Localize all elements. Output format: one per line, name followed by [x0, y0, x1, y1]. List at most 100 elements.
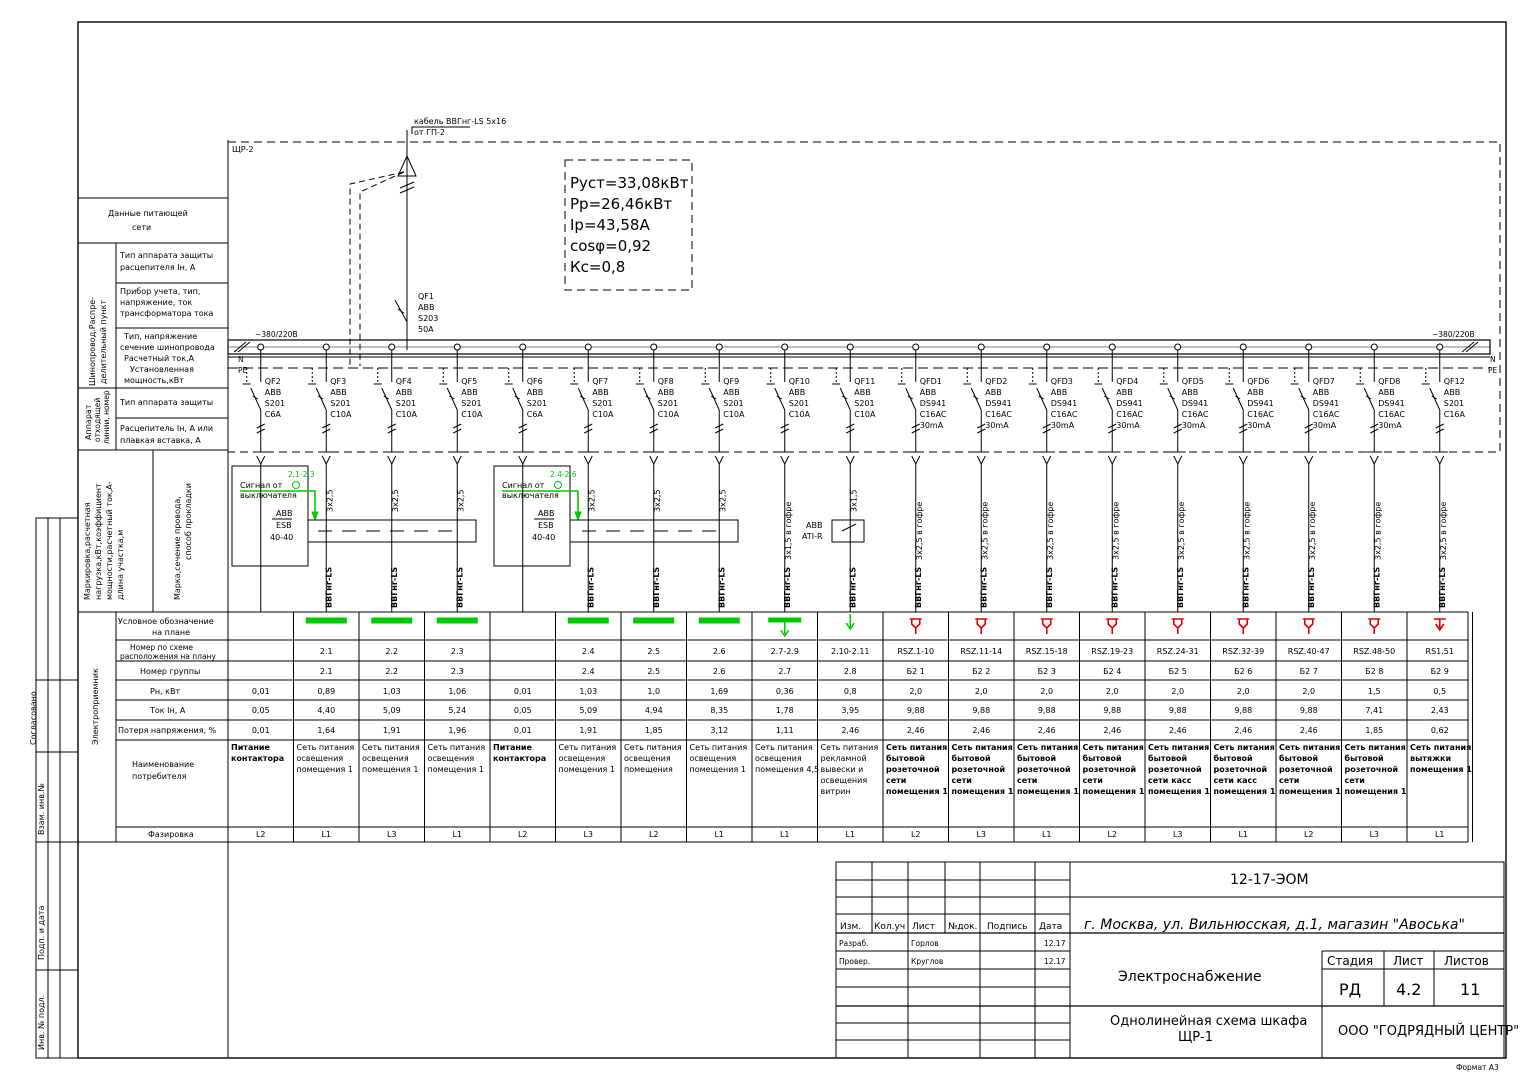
label-group3: Электроприемник: [91, 668, 100, 745]
main-breaker-3: S203: [418, 314, 438, 323]
tb-h-izm: Изм.: [840, 922, 861, 932]
table-cell: 0,05: [514, 706, 532, 715]
table-cell: 2.4: [582, 647, 595, 656]
socket-symbol: [909, 618, 922, 634]
lamp-symbol: [567, 617, 609, 624]
pe-label-right: PE: [1488, 366, 1498, 375]
label-meter-2: напряжение, ток: [120, 298, 192, 307]
cable-type: ВВГнг-LS: [1241, 567, 1250, 608]
busbar-tap: [1043, 343, 1051, 351]
breaker-label: C10A: [723, 410, 745, 419]
feeder-column: QF7ABBS201C10A3х2,5ВВГнг-LS2.42.41,035,0…: [559, 343, 616, 839]
label-row-current: Ток Iн, А: [149, 706, 186, 715]
breaker-label: ABB: [592, 388, 608, 397]
cable-section: 3х1,5: [849, 489, 858, 512]
table-cell: 2,46: [841, 726, 859, 735]
breaker-label: ABB: [854, 388, 870, 397]
consumer-name: бытовой: [886, 753, 925, 763]
table-cell: RSZ.48-50: [1353, 647, 1395, 656]
phase-cell: L2: [649, 830, 659, 839]
consumer-name: бытовой: [1148, 753, 1187, 763]
label-protection-2: расцепителя Iн, А: [120, 263, 196, 272]
breaker-label: C10A: [330, 410, 352, 419]
consumer-name: розеточной: [886, 765, 940, 774]
table-cell: RSZ.15-18: [1026, 647, 1068, 656]
tb-sheet: 4.2: [1396, 980, 1421, 999]
table-cell: 2.2: [385, 667, 398, 676]
breaker-label: C16AC: [1313, 410, 1340, 419]
tb-sheets: 11: [1460, 980, 1480, 999]
feeder-column: QF2ABBS201C6A0,010,050,01Питаниеконтакто…: [231, 343, 285, 839]
breaker-label: 30mA: [1247, 421, 1271, 430]
table-cell: 0,01: [514, 726, 532, 735]
busbar-tap: [781, 343, 789, 351]
consumer-name: помещения 1: [1214, 787, 1276, 796]
consumer-name: розеточной: [952, 765, 1006, 774]
consumer-name: помещения 4,5: [755, 765, 819, 774]
breaker-label: S201: [789, 399, 809, 408]
breaker-label: ABB: [789, 388, 805, 397]
consumer-name: помещения 1: [1017, 787, 1079, 796]
label-busbar-5: мощность,кВт: [124, 376, 184, 385]
contactor-1-tag: 2.1-2.3: [288, 470, 315, 479]
label-group2-3: линии, номер: [102, 390, 111, 444]
label-busbar-3: Расчетный ток,А: [124, 354, 195, 363]
table-cell: 1,91: [383, 726, 401, 735]
breaker-label: QFD5: [1182, 377, 1204, 386]
breaker-label: ABB: [920, 388, 936, 397]
consumer-name: бытовой: [1083, 753, 1122, 763]
summary-lines: Руст=33,08кВтРр=26,46кВтIр=43,58Аcosφ=0,…: [570, 174, 689, 276]
breaker-label: S201: [592, 399, 612, 408]
tb-sheet-h: Лист: [1393, 954, 1423, 968]
consumer-name: Сеть питания: [1214, 743, 1275, 752]
table-cell: 1,0: [647, 687, 660, 696]
consumer-name: освещения: [428, 754, 475, 763]
busbar-tap: [846, 343, 854, 351]
breaker-label: C16A: [1444, 410, 1466, 419]
consumer-name: помещения 1: [1148, 787, 1210, 796]
cable-type: ВВГнг-LS: [848, 567, 857, 608]
phase-cell: L1: [1435, 830, 1445, 839]
table-cell: 9,88: [1169, 706, 1187, 715]
breaker-switch: [905, 387, 917, 411]
label-cable1-2: нагрузка,кВт,коэффициент: [94, 483, 103, 600]
phase-cell: L3: [387, 830, 397, 839]
receiver-table-grid: [78, 612, 1473, 843]
label-row-plan-2: расположения на плану: [120, 652, 216, 661]
contactor-2-signal-1: Сигнал от: [502, 481, 545, 490]
table-cell: Б2 5: [1169, 667, 1187, 676]
consumer-name: рекламной: [821, 754, 867, 763]
n-label: N: [238, 355, 244, 364]
label-busbar-2: сечение шинопровода: [120, 343, 215, 352]
consumer-name: освещения: [755, 754, 802, 763]
phase-cell: L1: [780, 830, 790, 839]
table-cell: 1,06: [448, 687, 466, 696]
breaker-label: C10A: [461, 410, 483, 419]
breaker-label: ABB: [1116, 388, 1132, 397]
consumer-name: сети: [1279, 776, 1299, 785]
consumer-name: Сеть питания: [886, 743, 947, 752]
phase-cell: L2: [1107, 830, 1117, 839]
table-cell: 2,0: [909, 687, 922, 696]
stamp-vzam: Взам. инв.№: [37, 783, 46, 835]
contactor-2-tag: 2.4-2.6: [550, 470, 577, 479]
cable-type: ВВГнг-LS: [390, 567, 399, 608]
cable-section: 3х2,5 в гофре: [1111, 502, 1120, 560]
summary-line: Iр=43,58А: [570, 216, 650, 234]
socket-symbol: [975, 618, 988, 634]
table-cell: RSZ.24-31: [1157, 647, 1199, 656]
table-cell: 9,88: [1234, 706, 1252, 715]
feeder-column: QF9ABBS201C10A3х2,5ВВГнг-LS2.62.61,698,3…: [690, 343, 747, 839]
consumer-name: помещения 1: [1083, 787, 1145, 796]
cable-section: 3х2,5 в гофре: [915, 502, 924, 560]
breaker-label: ABB: [527, 388, 543, 397]
phase-cell: L2: [518, 830, 528, 839]
voltage-right: ~380/220В: [1432, 330, 1475, 339]
label-row-loss: Потеря напряжения, %: [118, 726, 217, 735]
tb-address: г. Москва, ул. Вильнюсская, д.1, магазин…: [1084, 917, 1465, 933]
pe-label: PE: [238, 366, 248, 375]
table-cell: 1,69: [710, 687, 728, 696]
